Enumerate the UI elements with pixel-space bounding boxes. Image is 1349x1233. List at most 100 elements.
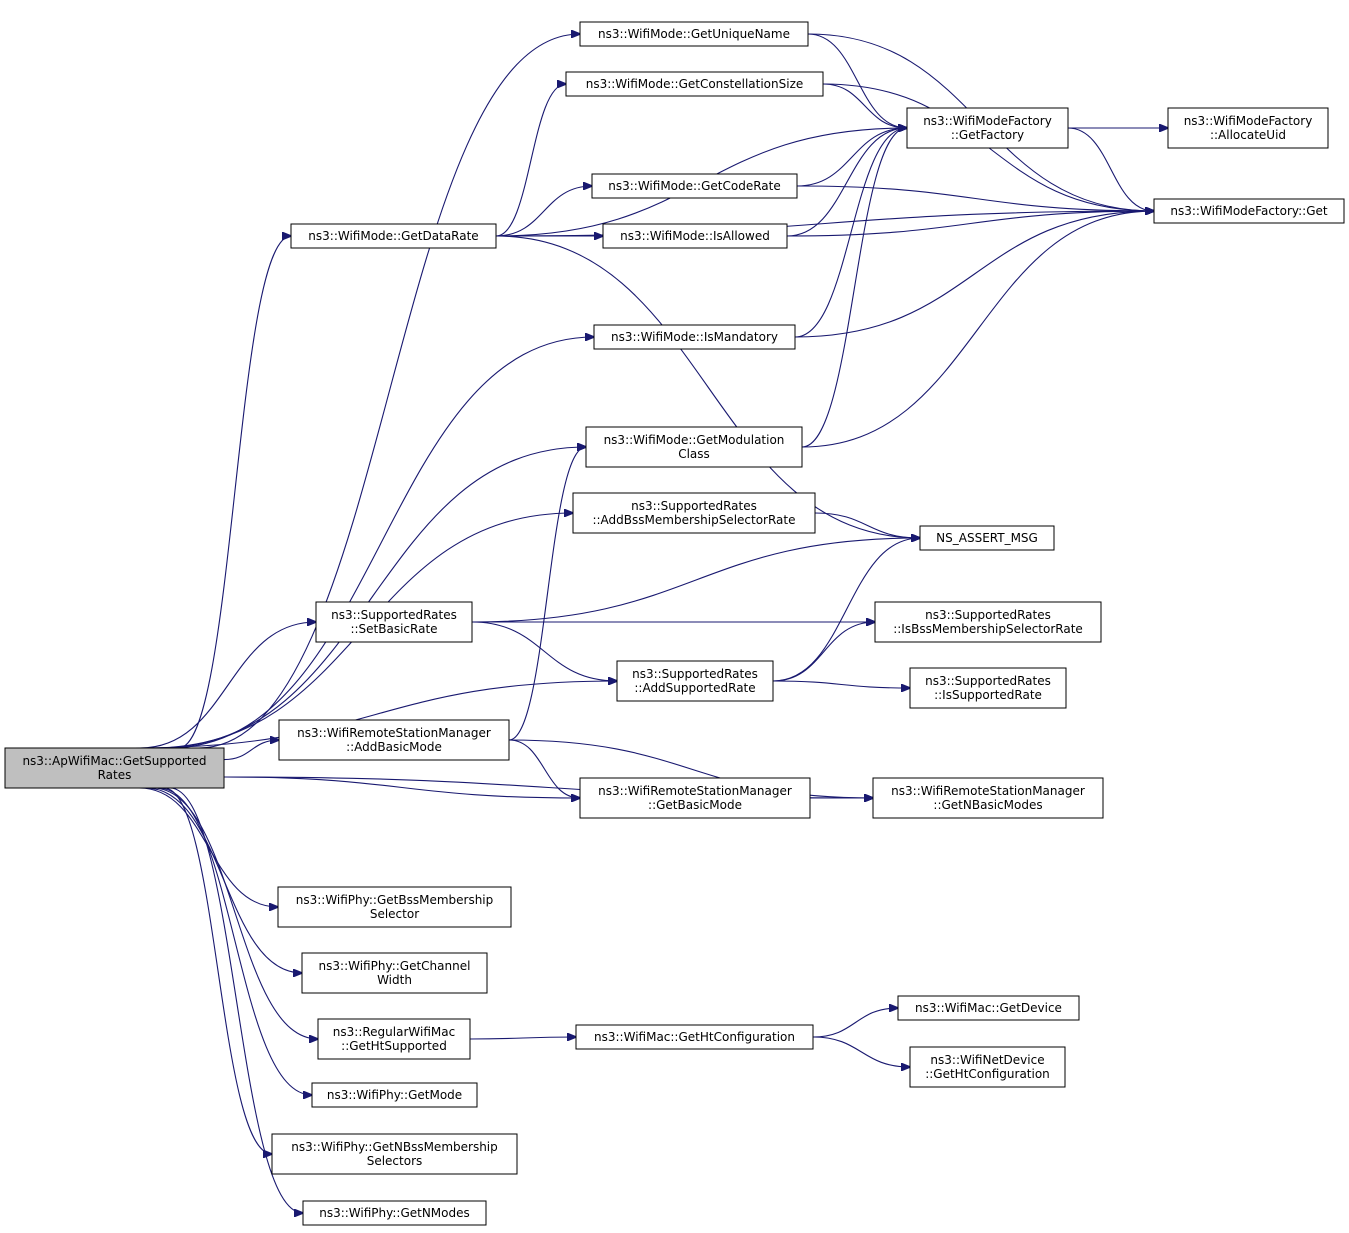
edge-isallowed-to-getfactory <box>786 128 907 237</box>
edge-getdatarate-to-factoryget <box>495 211 1154 237</box>
node-getnbasicmodes[interactable]: ns3::WifiRemoteStationManager::GetNBasic… <box>872 777 1104 819</box>
node-label: ns3::WifiMac::GetHtConfiguration <box>594 1030 795 1044</box>
node-netdevgethtconfig[interactable]: ns3::WifiNetDevice::GetHtConfiguration <box>909 1046 1066 1088</box>
node-box <box>579 21 809 47</box>
node-box <box>909 667 1067 709</box>
edge-root-to-addsupportedrate <box>134 681 617 749</box>
node-isallowed[interactable]: ns3::WifiMode::IsAllowed <box>602 223 788 249</box>
node-label: ::GetHtConfiguration <box>925 1067 1050 1081</box>
node-getdatarate[interactable]: ns3::WifiMode::GetDataRate <box>290 223 497 249</box>
node-label: ns3::WifiModeFactory <box>923 114 1052 128</box>
node-label: Class <box>678 447 710 461</box>
node-macgethtconfig[interactable]: ns3::WifiMac::GetHtConfiguration <box>575 1024 814 1050</box>
node-label: ns3::WifiNetDevice <box>930 1053 1044 1067</box>
node-nsassert[interactable]: NS_ASSERT_MSG <box>919 525 1055 551</box>
edge-root-to-getbasicmode <box>223 776 580 798</box>
edge-getfactory-to-factoryget <box>1067 127 1154 211</box>
node-ismandatory[interactable]: ns3::WifiMode::IsMandatory <box>593 324 796 350</box>
node-label: ::AddBasicMode <box>346 740 442 754</box>
node-factoryget[interactable]: ns3::WifiModeFactory::Get <box>1153 198 1345 224</box>
node-issupportedrate[interactable]: ns3::SupportedRates::IsSupportedRate <box>909 667 1067 709</box>
node-gethtsupported[interactable]: ns3::RegularWifiMac::GetHtSupported <box>317 1018 471 1060</box>
edge-root-to-getmode <box>158 787 312 1095</box>
node-box <box>909 1046 1066 1088</box>
edge-getmodulationclass-to-getfactory <box>801 128 907 448</box>
edge-setbasicrate-to-addsupportedrate <box>471 621 617 681</box>
node-box <box>4 747 225 789</box>
node-isbssrate[interactable]: ns3::SupportedRates::IsBssMembershipSele… <box>874 601 1102 643</box>
node-label: ns3::WifiMode::GetUniqueName <box>598 27 790 41</box>
node-label: ns3::WifiMode::GetCodeRate <box>608 179 780 193</box>
node-label: ns3::WifiModeFactory::Get <box>1170 204 1327 218</box>
edge-root-to-getnbssselectors <box>164 787 272 1154</box>
node-label: ns3::WifiRemoteStationManager <box>297 726 491 740</box>
edge-line <box>822 83 907 128</box>
node-label: ns3::WifiMode::GetDataRate <box>308 229 478 243</box>
edge-root-to-getuniquename <box>198 34 580 749</box>
node-getnmodes[interactable]: ns3::WifiPhy::GetNModes <box>302 1200 487 1226</box>
edge-root-to-getnmodes <box>169 787 303 1213</box>
node-label: ::AddBssMembershipSelectorRate <box>592 513 795 527</box>
node-addsupportedrate[interactable]: ns3::SupportedRates::AddSupportedRate <box>616 660 774 702</box>
node-label: ns3::SupportedRates <box>631 499 757 513</box>
node-label: ns3::WifiRemoteStationManager <box>891 784 1085 798</box>
edge-addsupportedrate-to-issupportedrate <box>772 680 910 688</box>
edge-gethtsupported-to-macgethtconfig <box>469 1037 576 1039</box>
edge-line <box>223 776 580 798</box>
edge-line <box>152 787 318 1039</box>
node-box <box>593 324 796 350</box>
edge-addbasicmode-to-getbasicmode <box>508 739 580 798</box>
node-getmode[interactable]: ns3::WifiPhy::GetMode <box>311 1082 478 1108</box>
node-box <box>585 426 803 468</box>
node-label: ns3::RegularWifiMac <box>333 1025 455 1039</box>
node-label: ns3::WifiModeFactory <box>1184 114 1313 128</box>
edge-macgethtconfig-to-netdevgethtconfig <box>812 1036 910 1067</box>
edge-getcoderate-to-getfactory <box>796 128 907 187</box>
edge-line <box>772 538 920 682</box>
edge-line <box>796 185 1154 211</box>
edge-line <box>796 128 907 187</box>
edge-line <box>471 538 920 623</box>
node-label: ::GetFactory <box>951 128 1024 142</box>
node-getuniquename[interactable]: ns3::WifiMode::GetUniqueName <box>579 21 809 47</box>
node-getdevice[interactable]: ns3::WifiMac::GetDevice <box>897 995 1080 1021</box>
node-box <box>1153 198 1345 224</box>
node-getfactory[interactable]: ns3::WifiModeFactory::GetFactory <box>906 107 1069 149</box>
edge-line <box>495 186 592 237</box>
node-label: ns3::WifiPhy::GetNModes <box>319 1206 470 1220</box>
edge-root-to-ismandatory <box>168 337 594 749</box>
node-addbssrate[interactable]: ns3::SupportedRates::AddBssMembershipSel… <box>572 492 816 534</box>
edge-line <box>495 211 1154 237</box>
edge-line <box>158 787 312 1095</box>
node-getcoderate[interactable]: ns3::WifiMode::GetCodeRate <box>591 173 798 199</box>
node-label: ::IsSupportedRate <box>934 688 1042 702</box>
node-box <box>897 995 1080 1021</box>
node-label: Selectors <box>367 1154 423 1168</box>
node-setbasicrate[interactable]: ns3::SupportedRates::SetBasicRate <box>315 601 473 643</box>
edge-root-to-gethtsupported <box>152 787 318 1039</box>
edge-root-to-getdatarate <box>178 236 291 749</box>
edge-line <box>812 1036 910 1067</box>
node-allocateuid[interactable]: ns3::WifiModeFactory::AllocateUid <box>1167 107 1329 149</box>
node-label: ns3::ApWifiMac::GetSupported <box>22 754 206 768</box>
node-box <box>575 1024 814 1050</box>
node-label: ::GetBasicMode <box>648 798 742 812</box>
edge-line <box>812 1008 898 1038</box>
edge-line <box>508 447 586 741</box>
node-label: ::GetHtSupported <box>341 1039 447 1053</box>
node-getbasicmode[interactable]: ns3::WifiRemoteStationManager::GetBasicM… <box>579 777 811 819</box>
node-getconstellationsize[interactable]: ns3::WifiMode::GetConstellationSize <box>565 71 824 97</box>
edge-line <box>134 681 617 749</box>
edge-line <box>168 337 594 749</box>
edge-macgethtconfig-to-getdevice <box>812 1008 898 1038</box>
node-box <box>301 952 488 994</box>
node-box <box>872 777 1104 819</box>
node-box <box>271 1133 518 1175</box>
edge-getuniquename-to-getfactory <box>807 33 907 128</box>
node-addbasicmode[interactable]: ns3::WifiRemoteStationManager::AddBasicM… <box>278 719 510 761</box>
